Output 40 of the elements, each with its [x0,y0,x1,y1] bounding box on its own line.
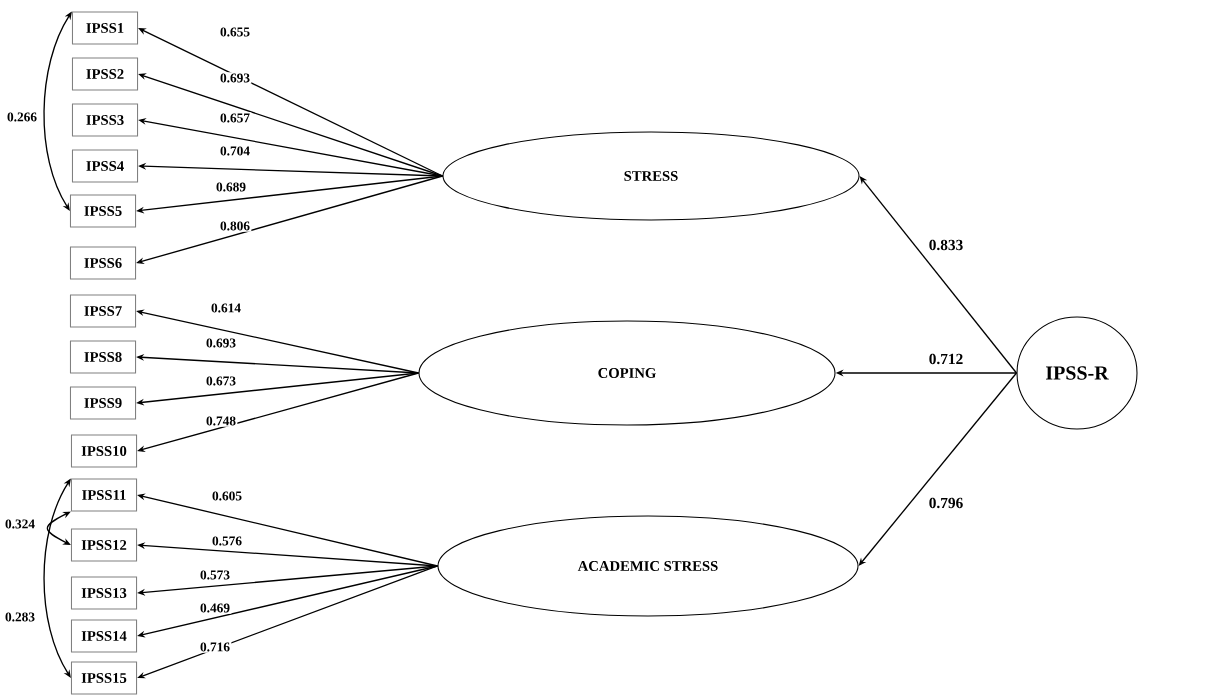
indicator-box: IPSS12 [70,528,138,562]
indicator-box: IPSS4 [71,149,139,183]
indicator-box: IPSS11 [70,478,138,512]
indicator-box: IPSS15 [70,661,138,695]
edge-label: 0.673 [204,375,238,387]
edge-label: 0.833 [927,238,965,252]
edge-label: 0.469 [198,602,232,614]
edge-label: 0.605 [210,490,244,502]
edge-label: 0.693 [218,72,252,84]
covariance-arrow [46,511,71,545]
indicator-box: IPSS6 [69,246,137,280]
loading-arrow [138,28,444,177]
edge-label: 0.573 [198,569,232,581]
loading-arrow [859,176,1018,374]
indicator-box: IPSS3 [71,103,139,137]
indicator-box: IPSS14 [70,619,138,653]
indicator-box: IPSS1 [71,11,139,45]
edge-label: 0.657 [218,112,252,124]
edge-label: 0.324 [3,518,37,530]
edge-label: 0.614 [209,302,243,314]
edge-label: 0.712 [927,352,965,366]
edge-label: 0.704 [218,145,252,157]
indicator-box: IPSS13 [70,576,138,610]
edge-label: 0.748 [204,415,238,427]
indicator-box: IPSS9 [69,386,137,420]
indicator-box: IPSS10 [70,434,138,468]
indicator-box: IPSS2 [71,57,139,91]
edge-label: 0.693 [204,337,238,349]
edge-label: 0.796 [927,496,965,510]
edge-label: 0.655 [218,26,252,38]
edge-label: 0.266 [5,111,39,123]
edge-label: 0.283 [3,611,37,623]
edge-label: 0.689 [214,181,248,193]
edge-label: 0.716 [198,641,232,653]
edge-label: 0.576 [210,535,244,547]
loading-arrow [858,372,1018,566]
edge-label: 0.806 [218,220,252,232]
indicator-box: IPSS8 [69,340,137,374]
indicator-box: IPSS5 [69,194,137,228]
indicator-box: IPSS7 [69,294,137,328]
